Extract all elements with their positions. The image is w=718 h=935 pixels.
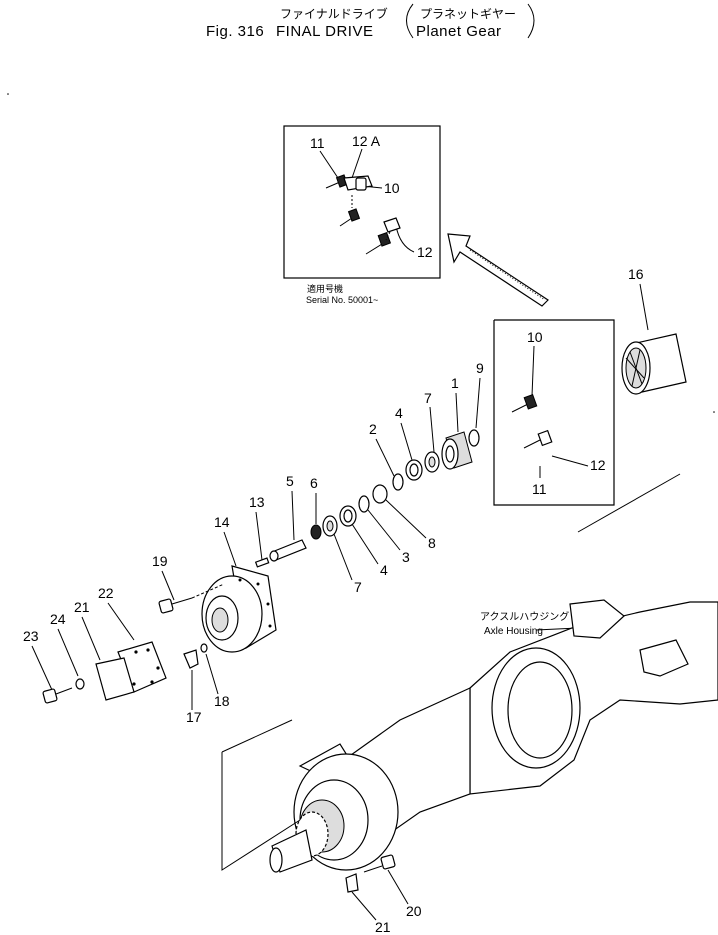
left-paren <box>406 3 414 39</box>
inset-right-frame <box>493 319 615 506</box>
carrier-14 <box>201 565 277 653</box>
washer-24 <box>75 678 85 690</box>
lock-plate-20 <box>345 873 359 893</box>
page-subtitle: Planet Gear <box>416 23 502 40</box>
inset-top: 11 12 A 10 12 適用号機 Seri <box>283 125 441 305</box>
callout-8: 8 <box>428 535 436 551</box>
callout-13: 13 <box>249 494 265 510</box>
cover-21 <box>95 657 135 701</box>
callout-4-lower: 4 <box>380 562 388 578</box>
callout-4-upper: 4 <box>395 405 403 421</box>
callout-20: 21 <box>375 919 391 935</box>
callout-1: 1 <box>451 375 459 391</box>
subtitle-japanese: プラネットギヤー <box>420 7 516 21</box>
callout-9: 9 <box>476 360 484 376</box>
reference-arrow <box>447 233 549 307</box>
callout-12a: 12 A <box>352 133 381 149</box>
bolt-10-top <box>355 177 367 191</box>
inset-right: 10 12 11 <box>493 319 681 533</box>
callout-17: 18 <box>214 693 230 709</box>
o-ring-17 <box>200 643 208 653</box>
bolt-10-right <box>511 394 538 413</box>
callout-3: 3 <box>402 549 410 565</box>
callout-10-top: 10 <box>384 180 400 196</box>
callout-7-upper: 7 <box>424 390 432 406</box>
callout-7-lower: 7 <box>354 579 362 595</box>
scan-mark <box>7 93 9 95</box>
callout-10-right: 10 <box>527 329 543 345</box>
plug-16 <box>183 649 199 669</box>
ring-6 <box>310 524 322 540</box>
bolt-19 <box>363 854 396 873</box>
hub-fasteners: 20 21 <box>345 854 422 935</box>
callout-22: 22 <box>98 585 114 601</box>
bolt-11-right <box>523 429 553 449</box>
leader-box-edge <box>577 473 681 533</box>
bolt-lower-top <box>339 195 361 227</box>
gear-1 <box>441 431 473 470</box>
callout-5: 5 <box>286 473 294 489</box>
right-paren <box>527 3 535 39</box>
callout-2: 2 <box>369 421 377 437</box>
callout-19: 20 <box>406 903 422 919</box>
serial-note: Serial No. 50001~ <box>306 295 378 305</box>
shaft-8 <box>372 484 388 504</box>
bolt-23 <box>42 687 73 704</box>
bolt-12-top <box>365 217 401 255</box>
header: ファイナルドライブ Fig. 316 FINAL DRIVE プラネットギヤー … <box>206 3 535 40</box>
axle-housing: アクスルハウジング Axle Housing <box>269 599 718 873</box>
callout-24: 24 <box>50 611 66 627</box>
callout-16: 17 <box>186 709 202 725</box>
callout-12-right: 12 <box>590 457 606 473</box>
needle-bearing-15: 16 <box>621 266 687 395</box>
axle-housing-label-japanese: アクスルハウジング <box>480 610 569 623</box>
callout-14: 14 <box>214 514 230 530</box>
planet-gear-stack: 9 1 7 4 2 8 3 4 <box>249 360 484 595</box>
shaft-5 <box>269 539 307 562</box>
inset-top-frame <box>283 125 441 279</box>
callout-12-top: 12 <box>417 244 433 260</box>
washer-2 <box>392 473 404 491</box>
carrier-assembly: 14 19 17 18 22 <box>23 514 277 725</box>
snap-ring-9 <box>468 429 480 447</box>
figure-number: Fig. 316 <box>206 23 264 40</box>
callout-18: 19 <box>152 553 168 569</box>
bolt-18 <box>158 583 225 614</box>
callout-11-top: 11 <box>310 135 325 151</box>
leader-hub-bracket <box>221 752 301 871</box>
leader-carrier-to-hub <box>221 719 293 753</box>
callout-11-right: 11 <box>532 481 547 497</box>
callout-15: 16 <box>628 266 644 282</box>
page-title: FINAL DRIVE <box>276 23 373 40</box>
callout-21: 21 <box>74 599 90 615</box>
washer-3 <box>358 495 370 513</box>
scan-mark <box>713 411 715 413</box>
pin-13 <box>254 557 270 568</box>
serial-note-japanese: 適用号機 <box>307 283 343 294</box>
callout-6: 6 <box>310 475 318 491</box>
axle-housing-label: Axle Housing <box>484 626 543 637</box>
title-japanese: ファイナルドライブ <box>280 6 388 21</box>
callout-23: 23 <box>23 628 39 644</box>
